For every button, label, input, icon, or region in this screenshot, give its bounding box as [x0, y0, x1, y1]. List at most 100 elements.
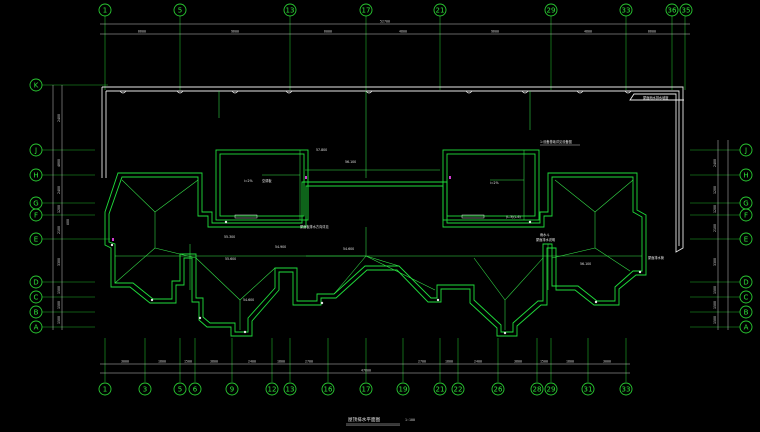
- bottom-axis-label: 5: [178, 386, 182, 394]
- left-axis-label: D: [33, 279, 38, 287]
- bottom-dimension: 2400: [474, 360, 482, 364]
- note-text: 54.900: [275, 245, 286, 249]
- left-axis-label: E: [34, 236, 38, 244]
- bottom-dimension: 1800: [277, 360, 285, 364]
- note-text: 屋面板排水方向详见: [300, 224, 329, 229]
- top-axis-label: 13: [286, 7, 295, 15]
- left-dimension: 2100: [57, 226, 61, 234]
- bottom-dimension: 1500: [184, 360, 192, 364]
- bottom-axis-label: 31: [584, 386, 593, 394]
- right-axis-label: B: [744, 309, 749, 317]
- top-axis-label: 21: [436, 7, 445, 15]
- top-axis-label: 29: [547, 7, 556, 15]
- drawing-title-text: 屋顶排水平面图: [348, 416, 381, 423]
- bottom-axis-label: 33: [622, 386, 631, 394]
- bottom-dimension: 3000: [121, 360, 129, 364]
- bottom-dimension: 1800: [566, 360, 574, 364]
- bottom-dimension: 2700: [418, 360, 426, 364]
- top-axis-label: 33: [622, 7, 631, 15]
- top-axis-bubbles: 1 5 13 17 21 29 33 36 35: [98, 3, 693, 90]
- right-dimension: 2100: [713, 224, 717, 232]
- left-axis-label: G: [33, 200, 38, 208]
- bottom-axis-bubbles: 1 3 5 6 9 12 13 16 17 19 21 22 26 28 29 …: [98, 338, 633, 396]
- bottom-dimension: 2400: [248, 360, 256, 364]
- note-text: (L-3)(L-6): [506, 215, 521, 219]
- top-axis-label: 5: [178, 7, 182, 15]
- bottom-dimension: 3800: [514, 360, 522, 364]
- left-axis-label: F: [34, 212, 38, 220]
- top-dimension: 4800: [399, 30, 407, 34]
- note-text: 56.100: [580, 262, 591, 266]
- left-dimension: 3300: [57, 258, 61, 266]
- left-dimension: 4800: [57, 159, 61, 167]
- bottom-dimension: 1800: [158, 360, 166, 364]
- bottom-dimension: 1500: [540, 360, 548, 364]
- bottom-axis-label: 13: [286, 386, 295, 394]
- top-total-dimension: 52700: [380, 20, 390, 24]
- right-dimension: 1500: [713, 316, 717, 324]
- note-text: 屋面排水说明: [536, 237, 555, 242]
- bottom-dimension: 2700: [305, 360, 313, 364]
- bottom-dimension: 3000: [603, 360, 611, 364]
- bottom-axis-label: 29: [547, 386, 556, 394]
- right-axis-label: J: [744, 147, 747, 155]
- right-dimension: 1200: [713, 205, 717, 213]
- note-text: 56.100: [345, 160, 356, 164]
- bottom-total-dimension: 47800: [361, 369, 371, 373]
- left-dimension: 1500: [57, 286, 61, 294]
- bottom-axis-label: 22: [454, 386, 463, 394]
- upper-roof-outline: [101, 86, 684, 253]
- right-dimension: 1500: [713, 301, 717, 309]
- left-dimension: 1500: [57, 316, 61, 324]
- note-text: 屋面排水管: [648, 255, 664, 260]
- note-text: 55.600: [225, 257, 236, 261]
- left-axis-bubbles: K J H G F E D C B A: [29, 78, 110, 334]
- right-axis-label: D: [743, 279, 748, 287]
- top-axis-label: 35: [682, 7, 691, 15]
- left-axis-label: K: [34, 82, 39, 90]
- bottom-axis-label: 6: [193, 386, 198, 394]
- top-axis-label: 1: [103, 7, 107, 15]
- right-dimension: 1200: [713, 186, 717, 194]
- left-dimension: 1500: [57, 301, 61, 309]
- note-text: 雨水斗: [540, 232, 550, 237]
- drawing-scale: 1:100: [405, 418, 415, 422]
- bottom-axis-label: 19: [399, 386, 408, 394]
- lower-roof-outline: [104, 172, 647, 337]
- note-text: 屋面雨水排水坡度: [643, 95, 669, 100]
- right-axis-label: F: [744, 212, 748, 220]
- right-axis-label: E: [744, 236, 748, 244]
- top-dimension: 4800: [584, 30, 592, 34]
- left-dimension: 600: [66, 219, 70, 225]
- right-axis-label: A: [744, 324, 749, 332]
- bottom-dimension: 3800: [210, 360, 218, 364]
- rain-outlets: [110, 220, 642, 335]
- top-dimension-lines: 52700 6600 9600 6000 4800 9600 4800 6600: [100, 20, 690, 35]
- left-axis-label: C: [34, 294, 39, 302]
- pipe-markers: [112, 176, 451, 241]
- left-dimension-lines: 2400 4800 2400 1200 600 2100 3300 1500 1…: [52, 85, 70, 330]
- right-axis-label: G: [743, 200, 748, 208]
- top-dimension: 9600: [491, 30, 499, 34]
- right-axis-label: C: [744, 294, 749, 302]
- right-axis-bubbles: J H G F E D C B A: [690, 143, 753, 334]
- left-axis-label: J: [34, 147, 37, 155]
- bottom-axis-label: 17: [362, 386, 371, 394]
- bottom-axis-label: 3: [143, 386, 147, 394]
- left-axis-label: A: [34, 324, 39, 332]
- right-dimension: 1500: [713, 286, 717, 294]
- note-text: 空调板: [262, 178, 272, 183]
- left-axis-label: B: [34, 309, 39, 317]
- left-axis-label: H: [33, 172, 38, 180]
- right-dimension: 3300: [713, 258, 717, 266]
- note-text: 54.600: [343, 247, 354, 251]
- bottom-dimension: 1800: [445, 360, 453, 364]
- roof-hip-lines: [114, 179, 642, 330]
- drawing-title: 屋顶排水平面图 1:100: [346, 416, 415, 426]
- left-dimension: 2400: [57, 114, 61, 122]
- right-dimension-lines: 2400 1200 1200 2100 3300 1500 1500 1500: [713, 140, 729, 330]
- annotations: 屋面雨水排水坡度 1:设备基础详见设备图 i=2% 空调板 屋面板排水方向详见 …: [224, 95, 669, 302]
- note-text: 57.800: [316, 148, 327, 152]
- top-axis-label: 36: [668, 7, 677, 15]
- machine-rooms: [215, 149, 540, 221]
